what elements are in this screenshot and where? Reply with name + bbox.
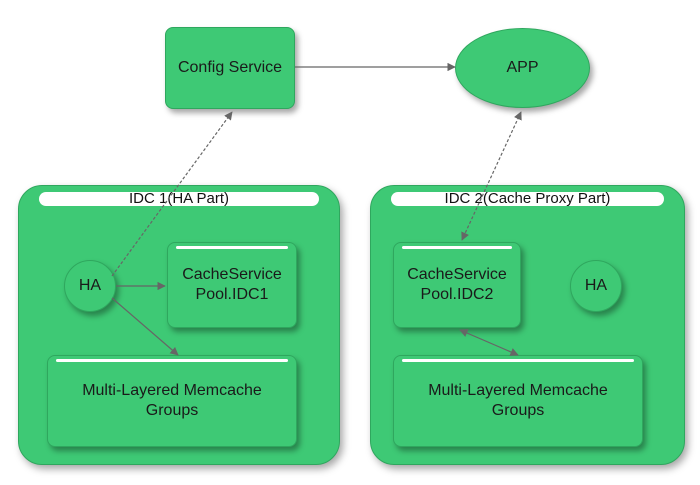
idc2-cache-pool-label: CacheService Pool.IDC2 — [407, 266, 507, 303]
edge-app-to-pool2 — [461, 111, 522, 241]
idc1-memcache-node: Multi-Layered Memcache Groups — [47, 355, 297, 447]
idc2-cache-pool-node: CacheService Pool.IDC2 — [393, 242, 521, 328]
idc2-ha-node: HA — [570, 260, 622, 312]
config-service-node: Config Service — [165, 27, 295, 109]
idc1-ha-label: HA — [78, 277, 102, 294]
idc1-title: IDC 1(HA Part) — [39, 191, 319, 206]
idc2-memcache-label: Multi-Layered Memcache Groups — [428, 382, 608, 419]
idc1-cache-pool-label: CacheService Pool.IDC1 — [182, 266, 282, 303]
idc1-cache-pool-node: CacheService Pool.IDC1 — [167, 242, 297, 328]
app-node: APP — [455, 28, 590, 108]
idc1-ha-node: HA — [64, 260, 116, 312]
idc2-ha-label: HA — [584, 277, 608, 294]
app-label: APP — [506, 59, 539, 76]
config-service-label: Config Service — [177, 59, 283, 76]
idc1-memcache-label: Multi-Layered Memcache Groups — [82, 382, 262, 419]
edge-pool2-to-memcache2 — [459, 329, 519, 356]
edge-ha1-to-memcache1 — [111, 297, 179, 356]
edge-ha1-to-config — [111, 111, 233, 277]
